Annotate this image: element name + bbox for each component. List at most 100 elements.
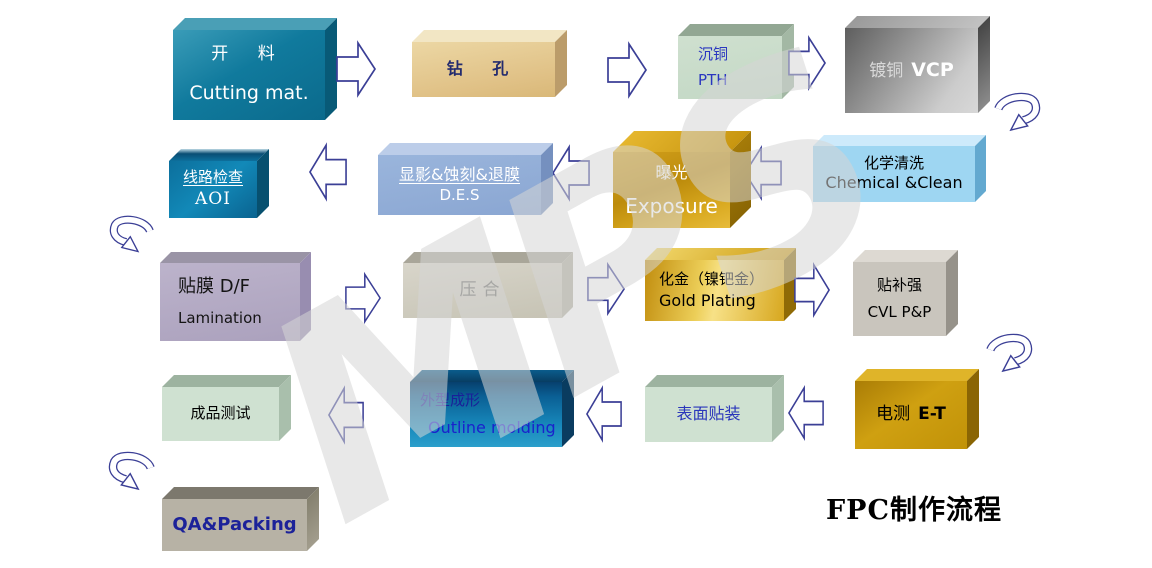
box-front-face: 化学清洗 Chemical &Clean	[813, 146, 975, 202]
process-box-gold-plating[interactable]: 化金（镍钯金） Gold Plating	[645, 248, 796, 321]
box-top-face	[853, 250, 958, 262]
box-side-face	[541, 143, 553, 215]
label-zh: 镀铜	[869, 60, 904, 81]
box-top-face	[160, 252, 311, 263]
process-box-des[interactable]: 显影&蚀刻&退膜 D.E.S	[378, 143, 553, 215]
label-en: E-T	[918, 404, 946, 425]
process-box-e-test[interactable]: 电测 E-T	[855, 369, 979, 449]
flow-arrow-left-1[interactable]	[744, 141, 782, 205]
label-zh: 显影&蚀刻&退膜	[399, 164, 520, 184]
box-side-face	[946, 250, 958, 336]
process-box-aoi[interactable]: 线路检查 AOI	[169, 149, 269, 218]
box-front-face: 线路检查 AOI	[169, 161, 257, 218]
flow-arrow-left-6[interactable]	[328, 381, 364, 449]
box-side-face	[300, 252, 311, 341]
loop-arrow-row4-to-row5[interactable]	[102, 450, 162, 498]
flow-arrow-left-4[interactable]	[788, 381, 824, 445]
block-arrow-left-icon	[788, 385, 824, 441]
label-line: 电测 E-T	[876, 405, 946, 425]
label-en: Cutting mat.	[189, 81, 309, 104]
label-zh: QA&Packing	[172, 513, 297, 535]
box-side-face	[562, 252, 573, 318]
box-front-face: 成品测试	[162, 387, 279, 441]
label-zh: 钻 孔	[446, 59, 521, 79]
box-top-face	[378, 143, 553, 155]
loop-arrow-row1-to-row2[interactable]	[993, 90, 1041, 140]
box-front-face: 外型成形 Outline molding	[410, 382, 562, 447]
box-top-face	[162, 375, 291, 387]
block-arrow-right-icon	[788, 35, 826, 91]
label-en: VCP	[911, 58, 954, 81]
box-front-face: 钻 孔	[412, 42, 555, 97]
process-box-lamination[interactable]: 贴膜 D/F Lamination	[160, 252, 311, 341]
process-box-chemical-clean[interactable]: 化学清洗 Chemical &Clean	[813, 135, 986, 202]
label-zh: 化学清洗	[863, 154, 924, 173]
loop-arrow-row2-to-row3[interactable]	[102, 214, 162, 260]
block-arrow-left-icon	[328, 385, 364, 445]
box-top-face	[162, 487, 319, 499]
process-box-pressing[interactable]: 压合	[403, 252, 573, 318]
curved-arrow-icon	[108, 451, 155, 491]
box-side-face	[562, 370, 574, 447]
box-side-face	[978, 16, 990, 113]
box-front-face: 镀铜 VCP	[845, 28, 978, 113]
label-zh: 压合	[459, 279, 506, 300]
block-arrow-right-icon	[607, 41, 647, 99]
process-box-vcp-plating[interactable]: 镀铜 VCP	[845, 16, 990, 113]
process-box-smt[interactable]: 表面贴装	[645, 375, 784, 442]
label-zh: 成品测试	[190, 404, 251, 423]
box-side-face	[257, 149, 269, 218]
label-en: AOI	[195, 189, 231, 210]
block-arrow-right-icon	[794, 262, 830, 318]
label-en: D.E.S	[439, 186, 480, 205]
box-side-face	[555, 30, 567, 97]
label-line: 镀铜 VCP	[869, 58, 954, 82]
box-top-face	[855, 369, 979, 381]
curved-arrow-icon	[109, 215, 154, 253]
box-top-face	[403, 252, 573, 263]
flow-arrow-left-5[interactable]	[586, 381, 622, 447]
flow-arrow-left-2[interactable]	[552, 140, 590, 206]
flow-arrow-right-2[interactable]	[607, 37, 647, 103]
flow-arrow-right-5[interactable]	[587, 258, 625, 320]
box-top-face	[813, 135, 986, 146]
block-arrow-left-icon	[744, 145, 782, 201]
process-box-cutting[interactable]: 开 料 Cutting mat.	[173, 18, 337, 120]
box-top-face	[169, 149, 269, 161]
process-box-cvl-pp[interactable]: 贴补强 CVL P&P	[853, 250, 958, 336]
process-box-exposure[interactable]: 曝光 Exposure	[613, 131, 751, 228]
flow-arrow-right-1[interactable]	[336, 36, 376, 102]
process-box-drilling[interactable]: 钻 孔	[412, 30, 567, 97]
box-top-face	[173, 18, 337, 30]
label-zh: 线路检查	[182, 168, 243, 187]
box-side-face	[772, 375, 784, 442]
box-front-face: 压合	[403, 263, 562, 318]
flow-arrow-left-3[interactable]	[309, 138, 347, 206]
flow-arrow-right-3[interactable]	[788, 31, 826, 95]
process-box-pth[interactable]: 沉铜 PTH	[678, 24, 794, 99]
box-front-face: 曝光 Exposure	[613, 152, 730, 228]
label-zh: 化金（镍钯金）	[659, 269, 765, 288]
box-top-face	[412, 30, 567, 42]
label-zh: 电测	[876, 404, 911, 425]
block-arrow-right-icon	[336, 40, 376, 98]
flow-arrow-right-6[interactable]	[794, 258, 830, 322]
box-side-face	[967, 369, 979, 449]
process-box-outline-molding[interactable]: 外型成形 Outline molding	[410, 370, 574, 447]
box-front-face: 电测 E-T	[855, 381, 967, 449]
box-top-face	[645, 248, 796, 260]
flow-arrow-right-4[interactable]	[345, 268, 381, 328]
loop-arrow-row3-to-row4[interactable]	[984, 332, 1034, 380]
label-en: PTH	[698, 70, 728, 89]
process-box-final-test[interactable]: 成品测试	[162, 375, 291, 441]
label-zh: 开 料	[211, 44, 287, 65]
process-box-qa-packing[interactable]: QA&Packing	[162, 487, 319, 551]
block-arrow-left-icon	[552, 144, 590, 202]
label-zh: 贴补强	[876, 275, 922, 294]
box-front-face: 表面贴装	[645, 387, 772, 442]
label-en: Lamination	[178, 308, 262, 327]
block-arrow-right-icon	[587, 261, 625, 317]
box-front-face: 化金（镍钯金） Gold Plating	[645, 260, 784, 321]
label-zh: 曝光	[655, 163, 688, 182]
